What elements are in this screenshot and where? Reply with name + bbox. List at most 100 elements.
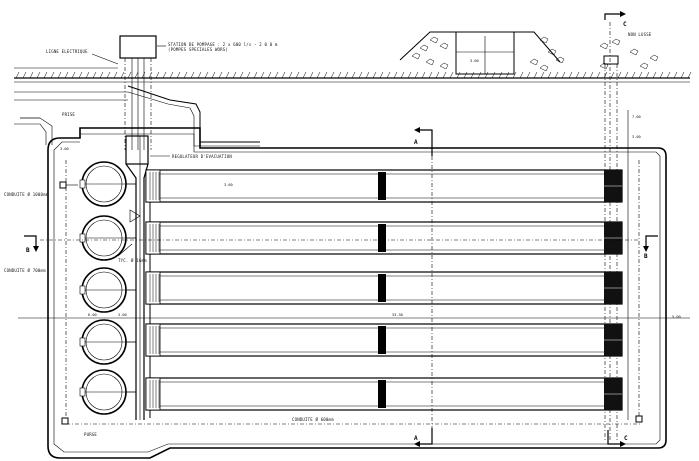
pipe-left-top-label: CONDUITE Ø 1000mm: [4, 192, 49, 197]
rock-mark: [529, 58, 539, 66]
ground-tick: [498, 71, 503, 79]
dim-right-1: 7.00: [632, 115, 641, 119]
ground-tick: [253, 71, 258, 79]
ground-tick: [141, 71, 146, 79]
pump-station: STATION DE POMPAGE : 2 x 600 l/s - 2 0 0…: [119, 35, 278, 150]
ground-tick: [638, 71, 643, 79]
ground-tick: [575, 71, 580, 79]
left-annotations: CONDUITE Ø 1000mm CONDUITE Ø 700mm PURGE…: [4, 147, 690, 437]
filter-cylinder: [79, 369, 136, 415]
ground-tick: [288, 71, 293, 79]
ground-tick: [43, 71, 48, 79]
ground-tick: [407, 71, 412, 79]
dim-left: 3.00: [60, 147, 69, 151]
ground-tick: [351, 71, 356, 79]
ground-tick: [554, 71, 559, 79]
section-b-left: B: [24, 235, 640, 254]
ground-tick: [680, 71, 685, 79]
ground-tick: [624, 71, 629, 79]
rock-hatch: [411, 36, 659, 72]
electric-line-label: LIGNE ELECTRIQUE: [46, 49, 88, 54]
ground-tick: [246, 71, 251, 79]
ground-tick: [323, 71, 328, 79]
ground-tick: [120, 71, 125, 79]
section-a-label-bottom: A: [414, 435, 418, 442]
rock-mark: [611, 38, 621, 46]
ground-tick: [589, 71, 594, 79]
filter-basin: [145, 221, 623, 255]
filter-basin: [145, 169, 623, 203]
ground-tick: [372, 71, 377, 79]
filter-cylinders: [79, 161, 136, 415]
ground-tick: [561, 71, 566, 79]
trench-section: 3.00: [399, 31, 659, 75]
ground-tick: [22, 71, 27, 79]
dim-tank: 3.60: [224, 183, 233, 187]
dim-bottom-2: 3.00: [118, 313, 127, 317]
ground-tick: [78, 71, 83, 79]
ground-tick: [428, 71, 433, 79]
ground-tick: [127, 71, 132, 79]
dim-right-side: 5.00: [672, 315, 681, 319]
rock-mark: [539, 64, 549, 72]
filter-basins: [145, 169, 623, 411]
filter-basin: [145, 271, 623, 305]
ground-tick: [393, 71, 398, 79]
ground-tick: [386, 71, 391, 79]
ground-tick: [519, 71, 524, 79]
section-b-label-left: B: [26, 247, 30, 254]
ground-tick: [295, 71, 300, 79]
ground-tick: [617, 71, 622, 79]
tank-outline: [47, 127, 667, 459]
ground-tick: [456, 71, 461, 79]
ground-tick: [540, 71, 545, 79]
ground-tick: [330, 71, 335, 79]
section-a-bottom: A: [414, 156, 433, 447]
pipe-left-mid-label: CONDUITE Ø 700mm: [4, 268, 46, 273]
rock-mark: [429, 36, 439, 44]
ground-tick: [568, 71, 573, 79]
ground-tick: [218, 71, 223, 79]
ground-tick: [232, 71, 237, 79]
ground-tick: [337, 71, 342, 79]
bottom-pipe: CONDUITE Ø 600mm: [66, 160, 643, 425]
rock-mark: [539, 36, 549, 44]
ground-tick: [547, 71, 552, 79]
section-b-label-right: B: [644, 253, 648, 260]
rock-mark: [411, 52, 421, 60]
ground-tick: [134, 71, 139, 79]
ground-tick: [414, 71, 419, 79]
ground-tick: [71, 71, 76, 79]
ground-tick: [176, 71, 181, 79]
ground-tick: [421, 71, 426, 79]
work-label: NON LUSSE: [628, 32, 652, 37]
ground-tick: [400, 71, 405, 79]
ground-tick: [15, 71, 20, 79]
ground-hatch: [15, 71, 692, 79]
ground-tick: [281, 71, 286, 79]
ground-tick: [505, 71, 510, 79]
rock-mark: [599, 62, 609, 70]
ground-tick: [183, 71, 188, 79]
ground-tick: [659, 71, 664, 79]
filter-cylinder: [79, 161, 136, 207]
ground-tick: [36, 71, 41, 79]
rock-mark: [599, 42, 609, 50]
ground-tick: [596, 71, 601, 79]
rock-mark: [629, 48, 639, 56]
pump-station-sublabel: (POMPES SPECIALES WORS): [168, 47, 228, 52]
ground-tick: [463, 71, 468, 79]
ground-tick: [442, 71, 447, 79]
ground-tick: [645, 71, 650, 79]
ground-tick: [470, 71, 475, 79]
rock-mark: [555, 56, 565, 64]
ground-tick: [106, 71, 111, 79]
ground-tick: [225, 71, 230, 79]
ground-tick: [302, 71, 307, 79]
overflow-label: REGULATEUR D'EVACUATION: [172, 154, 232, 159]
ground-tick: [99, 71, 104, 79]
ground-tick: [449, 71, 454, 79]
section-c-label-bottom: C: [624, 435, 628, 442]
ground-tick: [435, 71, 440, 79]
